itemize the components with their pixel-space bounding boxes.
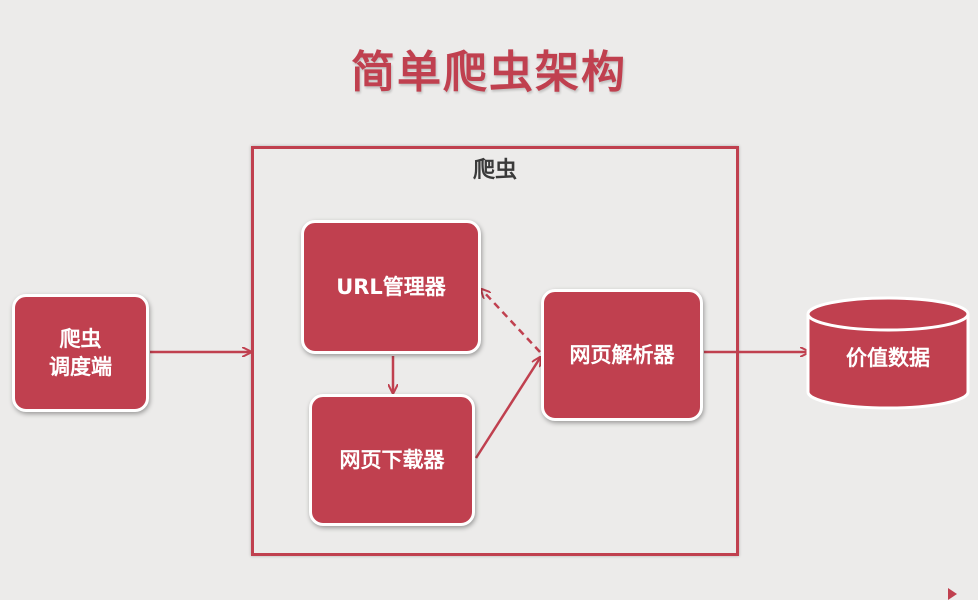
arrow-parser-to-url-manager <box>482 290 541 353</box>
value-data-label: 价值数据 <box>846 346 930 370</box>
downloader-node: 网页下载器 <box>309 394 475 526</box>
database-cylinder-icon <box>806 296 970 410</box>
crawler-container-label: 爬虫 <box>472 158 517 183</box>
scheduler-label-line2: 调度端 <box>49 355 112 379</box>
downloader-label: 网页下载器 <box>339 447 445 472</box>
arrow-downloader-to-parser <box>474 358 540 459</box>
parser-node: 网页解析器 <box>541 289 703 421</box>
play-arrow-icon[interactable] <box>948 588 957 600</box>
scheduler-label-line1: 爬虫 <box>59 326 102 351</box>
url-manager-node: URL管理器 <box>301 220 481 354</box>
scheduler-node: 爬虫 调度端 <box>12 294 149 412</box>
slide-title: 简单爬虫架构 <box>351 47 627 98</box>
parser-label: 网页解析器 <box>569 342 675 367</box>
url-manager-label: URL管理器 <box>336 274 446 299</box>
